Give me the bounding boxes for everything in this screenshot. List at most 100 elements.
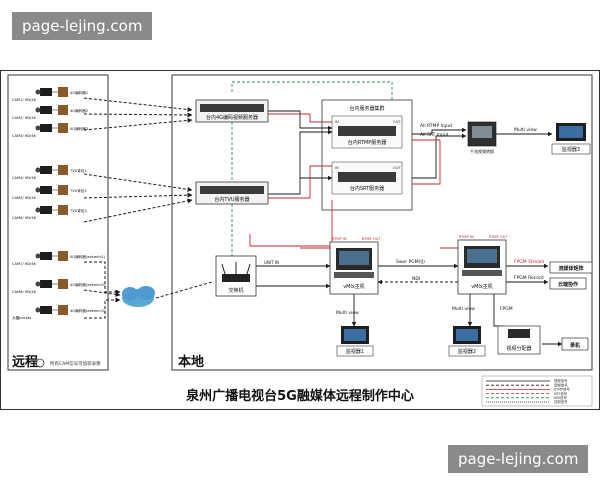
cloud-collab: 云端协作 — [549, 277, 587, 290]
encoder-label: TVU背包2 — [69, 188, 87, 193]
svg-text:台内RTMP服务器: 台内RTMP服务器 — [348, 139, 387, 146]
legend-label: 视频信号 — [554, 378, 568, 383]
svg-text:千兆视频转换: 千兆视频转换 — [470, 148, 494, 154]
svg-text:台内服务器集群: 台内服务器集群 — [349, 105, 384, 112]
encoder-icon — [58, 165, 68, 175]
remote-zone-label: 远程 — [12, 355, 38, 370]
svg-text:vMix主机: vMix主机 — [471, 283, 493, 290]
camera-label: CAM2/ HD/4K — [12, 116, 37, 120]
video-distributor: 视频分配器 — [497, 325, 541, 355]
svg-text:视频分配器: 视频分配器 — [506, 345, 531, 352]
svg-text:Swor PGM(IJ): Swor PGM(IJ) — [396, 259, 425, 265]
legend-label: 控制信号 — [554, 399, 568, 404]
svg-text:Multi view: Multi view — [336, 310, 359, 316]
svg-text:监视器2: 监视器2 — [458, 348, 476, 355]
svg-text:交换机: 交换机 — [228, 287, 243, 294]
video-converter: 千兆视频转换 — [467, 121, 497, 154]
encoder-label: 4G编码器2 — [70, 108, 88, 113]
camera-label: 大疆pocket — [12, 315, 32, 320]
svg-text:Multi view: Multi view — [514, 127, 537, 133]
cloud-server — [122, 286, 155, 307]
camera-label: CAM1/ HD/4K — [12, 98, 37, 102]
camera-icon — [40, 280, 52, 288]
remote-device: CAM3/ HD/4K 4G编码器3 — [12, 123, 88, 138]
watermark-bottom: page-lejing.com — [448, 445, 589, 473]
camera-icon — [40, 166, 52, 174]
remote-device: CAM5/ HD/4K TVU背包2 — [12, 185, 87, 200]
svg-text:台内4G编码视频服务器: 台内4G编码视频服务器 — [206, 114, 258, 121]
encoder-icon — [58, 205, 68, 215]
watermark-top: page-lejing.com — [12, 12, 153, 40]
monitor-1: 监视器1 — [336, 326, 374, 357]
svg-text:录机: 录机 — [570, 342, 580, 349]
svg-text:台内SRT服务器: 台内SRT服务器 — [350, 185, 384, 192]
remote-device: CAM2/ HD/4K 4G编码器2 — [12, 105, 88, 120]
legend-label: NDI信号 — [554, 395, 568, 400]
svg-text:IN: IN — [335, 120, 339, 124]
camera-icon — [40, 106, 52, 114]
camera-icon — [40, 186, 52, 194]
svg-text:OUT: OUT — [393, 166, 401, 170]
encoder-icon — [58, 305, 68, 315]
svg-text:Multi view: Multi view — [452, 306, 475, 312]
svg-text:所有CAM信号可加装录像: 所有CAM信号可加装录像 — [50, 360, 101, 367]
svg-text:监视器3: 监视器3 — [562, 146, 580, 153]
stream-matrix: 流媒体矩阵 — [549, 261, 593, 274]
svg-text:RTMP OUT: RTMP OUT — [362, 237, 381, 241]
remote-device: CAM1/ HD/4K 4G编码器1 — [12, 87, 88, 102]
camera-icon — [40, 206, 52, 214]
svg-text:FPGM Record: FPGM Record — [514, 275, 544, 281]
local-zone — [171, 74, 593, 371]
camera-label: CAM5/ HD/4K — [12, 196, 37, 200]
svg-text:OUT: OUT — [393, 120, 401, 124]
vmix-links — [256, 263, 563, 347]
encoder-icon — [58, 279, 68, 289]
camera-label: CAM3/ HD/4K — [12, 134, 37, 138]
encoder-label: 4G编码器(aekmini1) — [70, 254, 106, 259]
svg-text:vMix主机: vMix主机 — [343, 283, 365, 290]
server-4g: 台内4G编码视频服务器 — [195, 99, 269, 123]
server-links — [268, 110, 553, 195]
server-cluster: 台内服务器集群 IN OUT 台内RTMP服务器 IN OUT 台内SRT服务器 — [321, 99, 413, 211]
remote-note: 所有CAM信号可加装录像 — [35, 358, 101, 368]
svg-text:RTMP IN: RTMP IN — [332, 237, 347, 241]
svg-text:RTMP OUT: RTMP OUT — [489, 235, 508, 239]
vmix-host-2: vMix主机 RTMP IN RTMP OUT — [457, 235, 508, 295]
svg-text:FPGM Stream: FPGM Stream — [514, 259, 544, 265]
camera-label: CAM8/ HD/4K — [12, 290, 37, 294]
encoder-icon — [58, 185, 68, 195]
monitor-2: 监视器2 — [448, 326, 486, 357]
encoder-icon — [58, 87, 68, 97]
camera-label: CAM6/ HD/4K — [12, 216, 37, 220]
svg-text:台内TVU服务器: 台内TVU服务器 — [214, 196, 249, 203]
svg-text:监视器1: 监视器1 — [346, 348, 364, 355]
local-zone-label: 本地 — [178, 354, 204, 370]
remote-device: 大疆pocket 4G编码器(aekmini3) — [12, 305, 106, 320]
svg-text:RTMP IN: RTMP IN — [459, 235, 474, 239]
camera-icon — [40, 306, 52, 314]
diagram-title: 泉州广播电视台5G融媒体远程制作中心 — [186, 388, 414, 404]
svg-text:All RTMP Input: All RTMP Input — [420, 123, 452, 129]
svg-text:NDI: NDI — [412, 276, 420, 282]
network-switch: 交换机 — [215, 255, 257, 297]
svg-text:云端协作: 云端协作 — [558, 281, 578, 288]
camera-icon — [40, 252, 52, 260]
encoder-label: 4G编码器1 — [70, 90, 88, 95]
recorder: 录机 — [561, 337, 589, 351]
monitor-3: 监视器3 — [551, 123, 591, 155]
legend-label: 音频信号 — [554, 382, 568, 387]
legend-label: SRT信号 — [554, 391, 568, 396]
camera-icon — [40, 88, 52, 96]
legend-label: RTMP信号 — [554, 387, 571, 392]
encoder-label: 4G编码器3 — [70, 126, 88, 131]
remote-links — [83, 97, 213, 319]
vmix-host-1: vMix主机 RTMP IN RTMP OUT — [329, 237, 381, 295]
encoder-label: 4G编码器(aekmini3) — [70, 308, 106, 313]
